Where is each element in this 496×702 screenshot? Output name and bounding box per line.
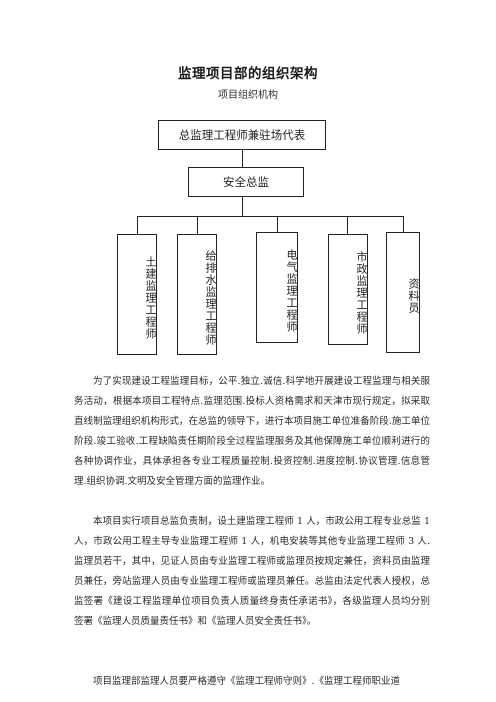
org-role-civil: 土建监理工程师 bbox=[117, 234, 157, 355]
connector-role-5 bbox=[403, 216, 404, 232]
paragraph-3: 项目监理部监理人员要严格遵守《监理工程师守则》.《监理工程师职业道 bbox=[93, 676, 401, 687]
doc-subtitle: 项目组织机构 bbox=[218, 90, 278, 101]
paragraph-2: 本项目实行项目总监负责制，设土建监理工程师 1 人，市政公用工程专业总监 1 人… bbox=[74, 516, 430, 627]
connector-bus bbox=[137, 216, 403, 217]
org-role-plumbing: 给排水监理工程师 bbox=[177, 234, 217, 355]
org-middle-box: 安全总监 bbox=[188, 167, 304, 197]
org-role-municipal: 市政监理工程师 bbox=[328, 234, 368, 345]
connector-mid-bus bbox=[242, 197, 243, 216]
org-role-electrical: 电气监理工程师 bbox=[256, 232, 298, 343]
org-role-records: 资料员 bbox=[386, 232, 420, 353]
org-top-box: 总监理工程师兼驻场代表 bbox=[158, 120, 326, 150]
connector-role-1 bbox=[137, 216, 138, 234]
paragraph-1: 为了实现建设工程监理目标，公平.独立.诚信.科学地开展建设工程监理与相关服务活动… bbox=[74, 376, 430, 487]
doc-title: 监理项目部的组织架构 bbox=[178, 66, 318, 82]
connector-role-3 bbox=[277, 216, 278, 232]
connector-role-2 bbox=[197, 216, 198, 234]
connector-top-mid bbox=[242, 150, 243, 167]
connector-role-4 bbox=[347, 216, 348, 234]
